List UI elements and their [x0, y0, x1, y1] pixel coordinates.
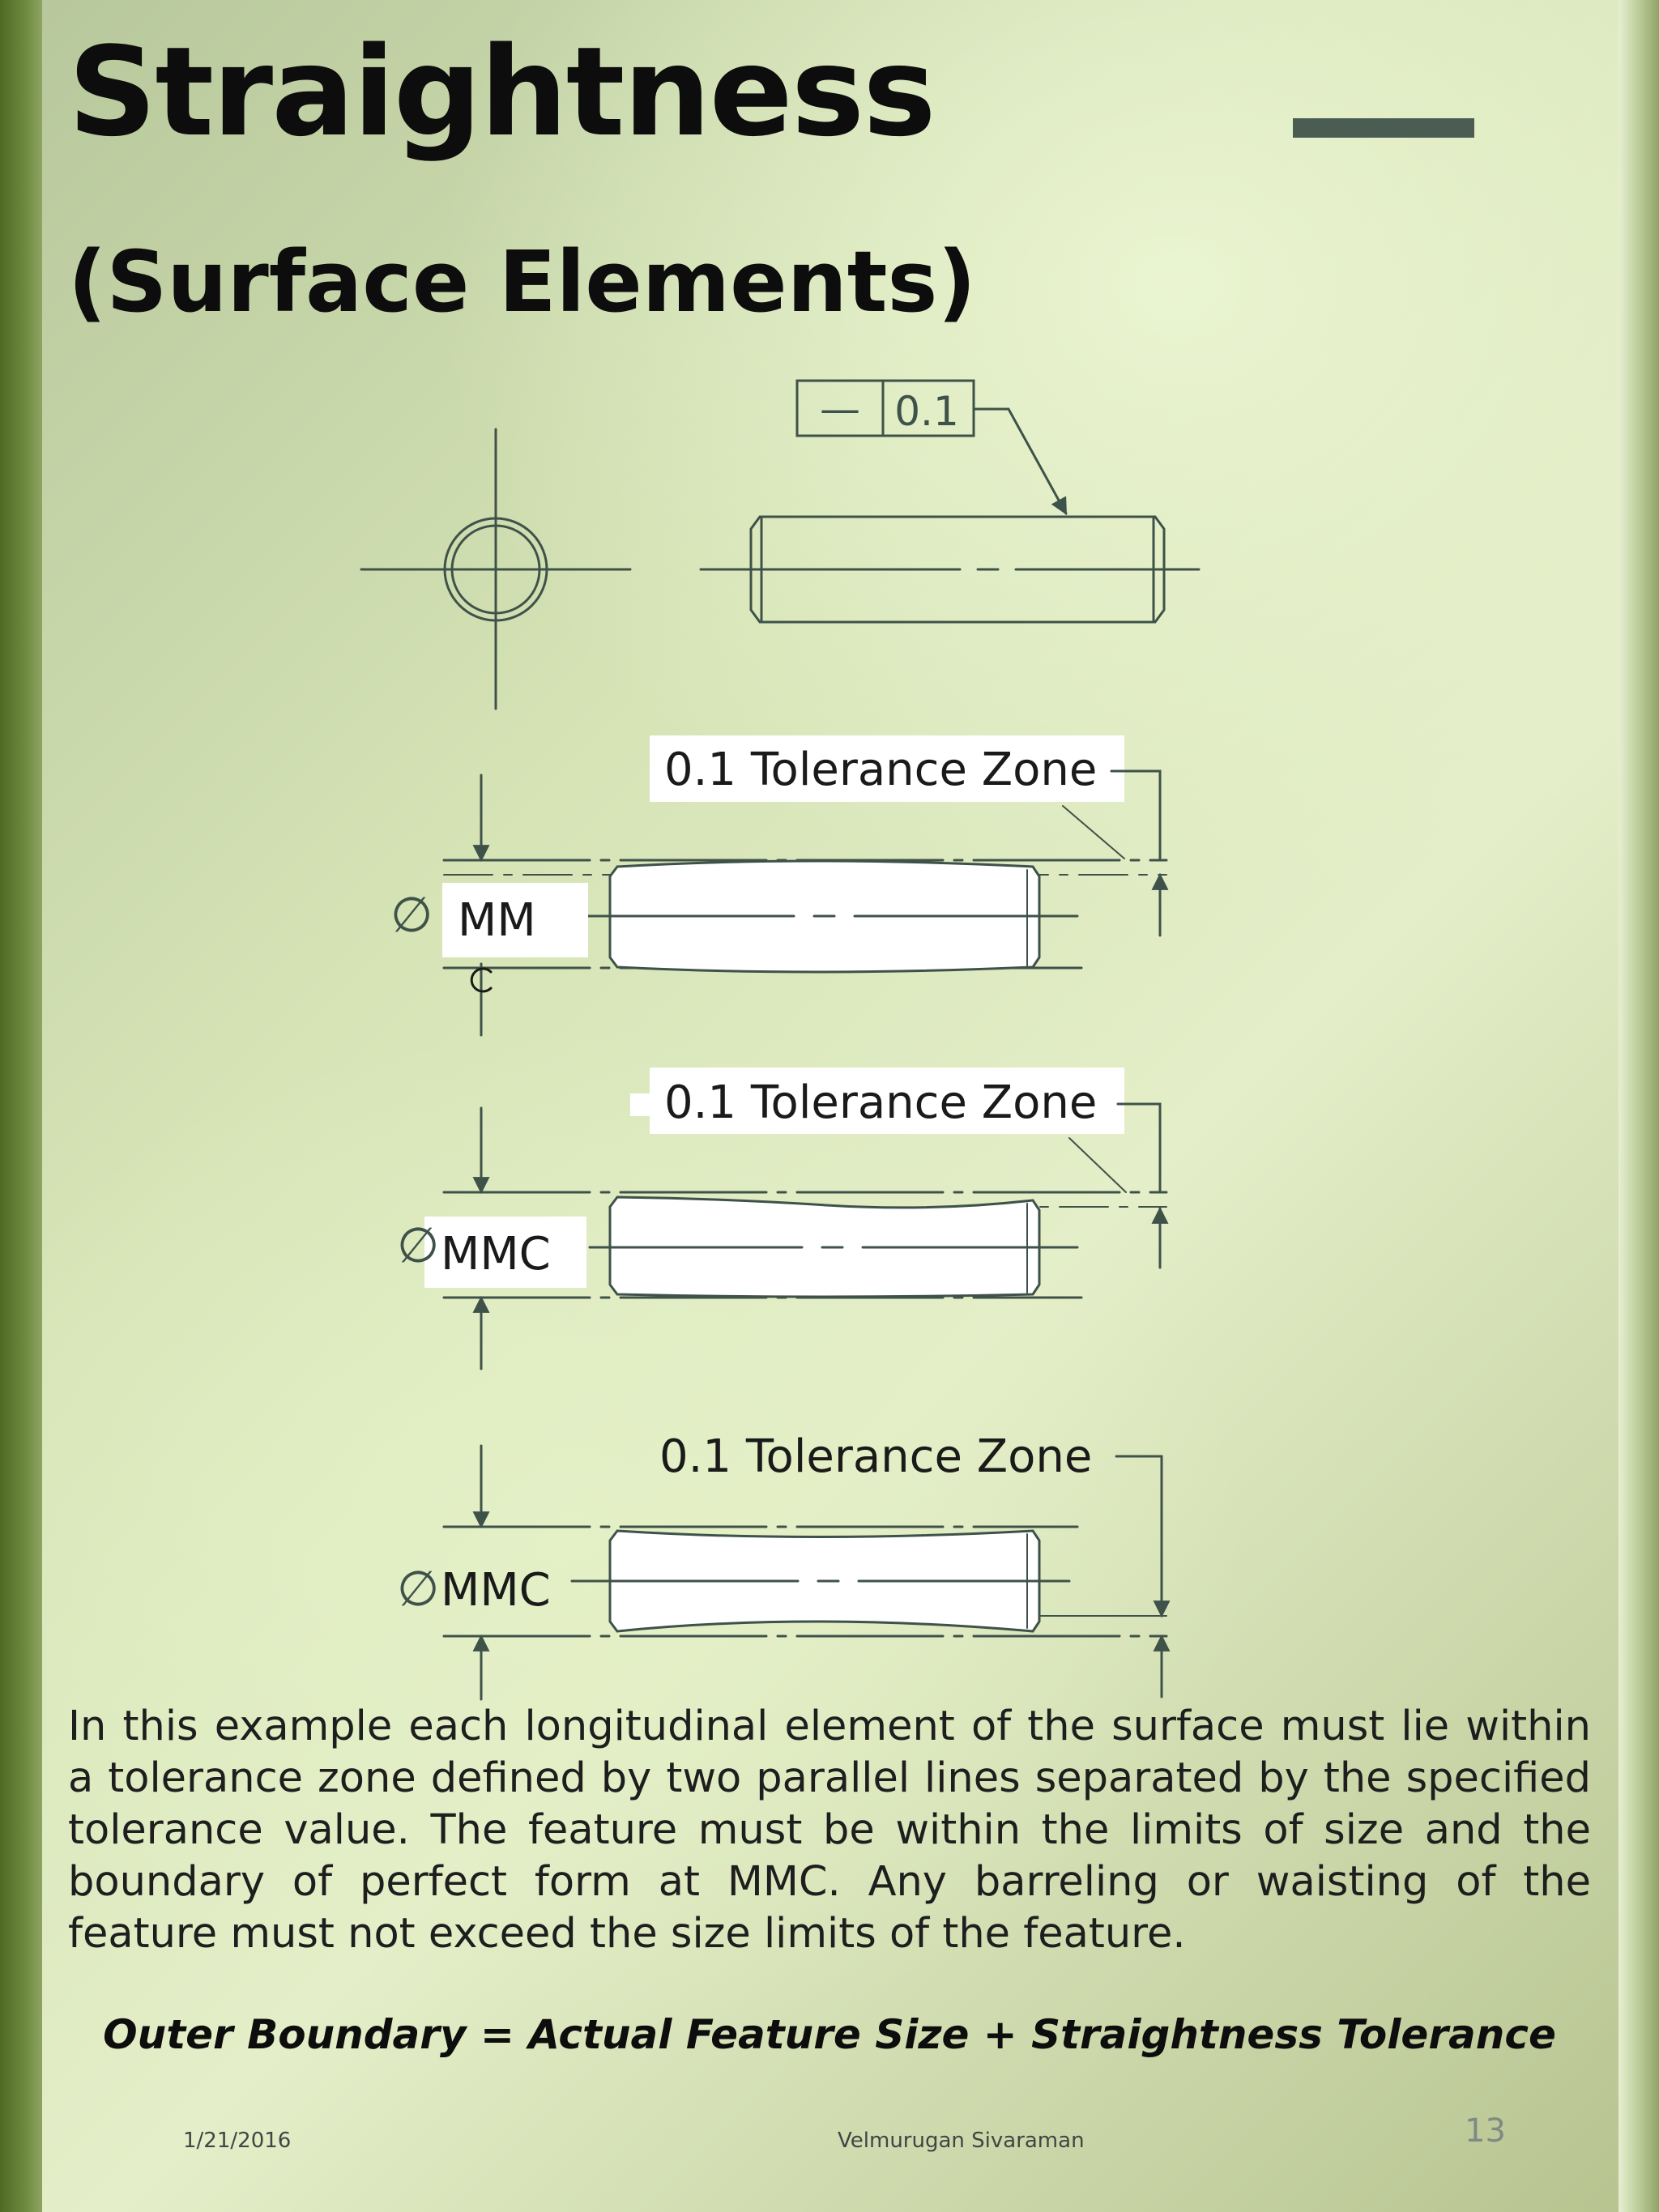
size-label-1: MM — [458, 894, 536, 947]
slide-subtitle: (Surface Elements) — [68, 232, 976, 331]
tolerance-view-2: 0.1 Tolerance Zone ∅ MMC — [397, 1068, 1169, 1370]
size-label-2: MMC — [441, 1228, 551, 1281]
side-view-pin — [699, 515, 1201, 624]
tolerance-view-3: 0.1 Tolerance Zone ∅ MMC — [397, 1430, 1171, 1701]
tolerance-zone-label-2: 0.1 Tolerance Zone — [664, 1076, 1097, 1129]
fcf-tolerance-value: 0.1 — [894, 388, 959, 435]
end-view — [360, 428, 632, 710]
left-accent-stripe — [0, 0, 42, 2212]
diameter-symbol-3: ∅ — [397, 1561, 439, 1617]
size-label-3: MMC — [441, 1564, 551, 1617]
right-accent-stripe — [1618, 0, 1659, 2212]
footer-author: Velmurugan Sivaraman — [838, 2129, 1085, 2153]
straightness-symbol: — — [820, 386, 860, 433]
diameter-symbol-2: ∅ — [397, 1217, 439, 1274]
diameter-symbol-1: ∅ — [390, 887, 433, 944]
footer-date: 1/21/2016 — [183, 2129, 292, 2153]
tolerance-zone-label-3: 0.1 Tolerance Zone — [659, 1430, 1092, 1483]
description-paragraph: In this example each longitudinal elemen… — [68, 1703, 1591, 1958]
page-number: 13 — [1465, 2112, 1506, 2150]
outer-boundary-formula: Outer Boundary = Actual Feature Size + S… — [103, 2011, 1556, 2058]
slide-title: Straightness — [68, 20, 936, 164]
tolerance-view-1: 0.1 Tolerance Zone ∅ MM — [390, 735, 1169, 1037]
feature-control-frame: — 0.1 — [795, 379, 1068, 515]
tolerance-zone-label-1: 0.1 Tolerance Zone — [664, 744, 1097, 796]
title-accent-bar — [1293, 118, 1474, 138]
